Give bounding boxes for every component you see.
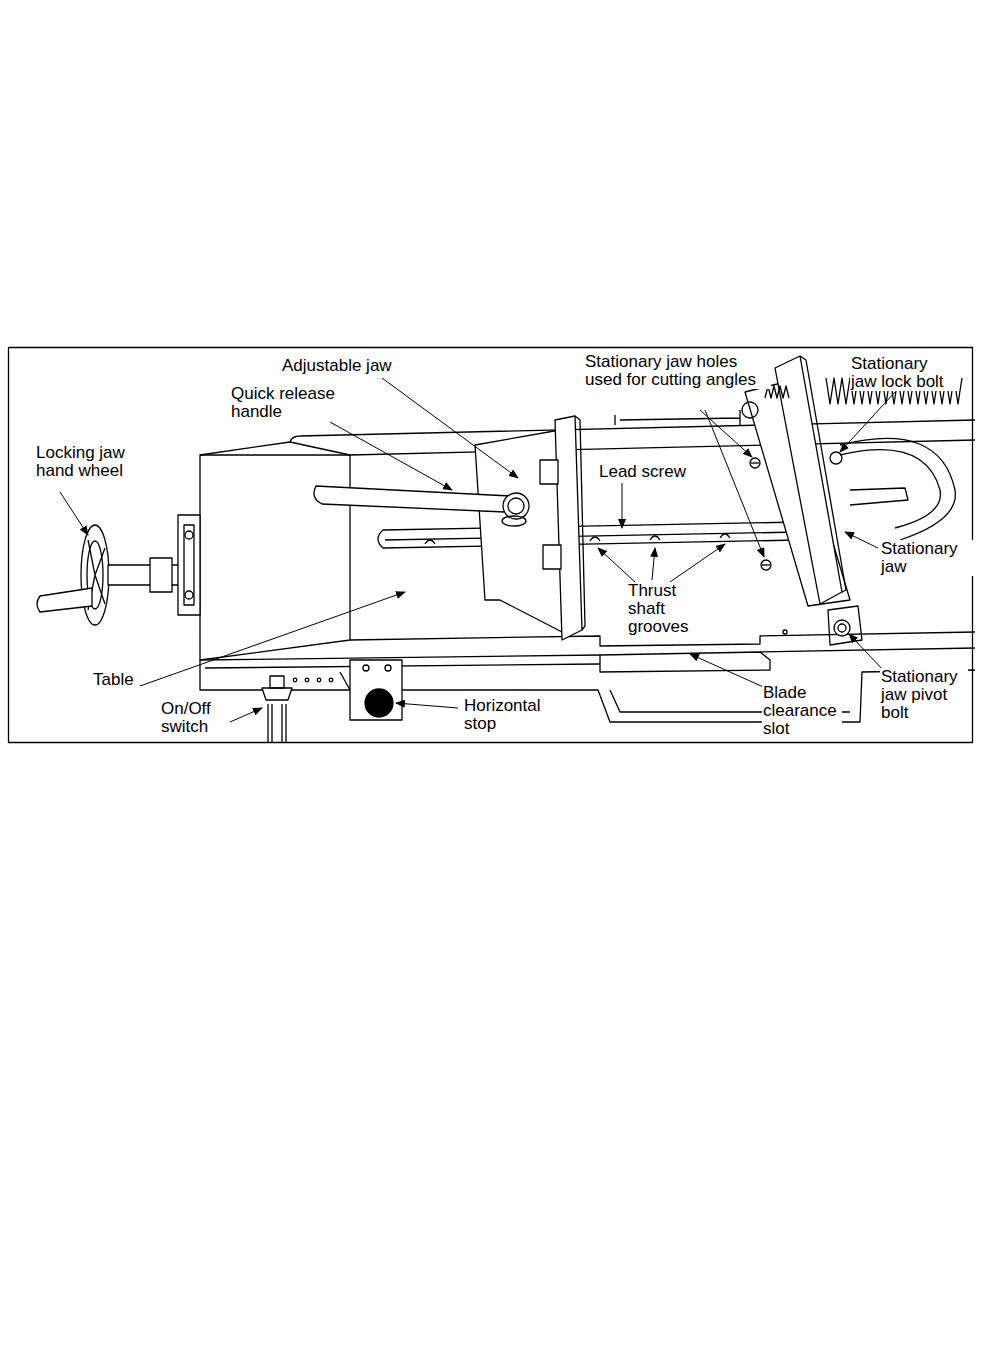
saw-bed [760,648,975,652]
part-label: Blade clearance slot [762,684,842,738]
saw-bed [340,672,350,690]
part-label: On/Off switch [160,700,228,736]
quick-release-handle [314,486,529,526]
springs-and-hose [840,450,940,528]
saw-bed [317,678,321,682]
frame [9,348,973,743]
quick-release-handle [508,498,524,514]
leader-line [849,634,885,672]
saw-bed [200,655,600,660]
adjustable-jaw [540,460,558,484]
stationary-jaw [745,356,862,645]
part-label: Stationary jaw pivot bolt [880,668,968,722]
hand-wheel [37,515,200,625]
stationary-jaw [761,560,771,570]
springs-and-hose [840,438,955,540]
adjustable-jaw [543,545,561,569]
leader-line [845,532,878,548]
hand-wheel [185,591,193,599]
leader-line [140,592,405,686]
adjustable-jaw [575,416,585,630]
leader-line [330,422,452,490]
stationary-jaw [828,606,862,645]
switch-and-stop [363,665,369,671]
part-label: Stationary jaw [880,540,978,576]
leader-line [598,548,635,582]
adjustable-jaw [475,416,585,640]
switch-and-stop [270,676,284,688]
stationary-jaw [762,564,770,565]
hand-wheel [185,531,193,539]
quick-release-handle [503,493,529,519]
stationary-jaw [751,462,759,463]
part-label: Thrust shaft grooves [627,582,704,636]
stationary-jaw [838,624,846,632]
quick-release-handle [502,516,526,526]
switch-and-stop [268,704,286,743]
adjustable-jaw [555,416,582,640]
leader-line [230,708,262,722]
hand-wheel [37,588,92,612]
part-label: Locking jaw hand wheel [35,444,142,480]
hand-wheel [81,525,109,625]
stationary-jaw [834,620,850,636]
saw-bed [329,678,333,682]
lead-screw-slot [378,522,804,548]
leader-line [60,492,88,535]
switch-and-stop [365,689,393,717]
saw-bed [600,652,770,672]
springs-and-hose [615,410,740,426]
quick-release-handle [314,486,510,512]
saw-bed [783,630,787,634]
saw-bed [200,420,975,722]
part-label: Stationary jaw lock bolt [850,355,958,391]
saw-bed [305,678,309,682]
switch-and-stop [350,660,402,720]
adjustable-jaw [475,430,562,632]
springs-and-hose [850,488,908,505]
saw-bed [350,440,975,455]
stationary-jaw [750,458,760,468]
springs-and-hose [615,378,962,540]
switch-and-stop [262,660,402,743]
hand-wheel [184,525,194,605]
switch-and-stop [385,665,391,671]
leader-line [396,703,458,708]
leader-line [690,654,770,690]
saw-bed [293,678,297,682]
leader-line [60,378,895,722]
part-label: Quick release handle [230,385,357,421]
saw-bed [200,660,975,722]
lead-screw-slot [378,522,804,548]
frame [9,348,973,743]
part-label: Stationary jaw holes used for cutting an… [584,353,771,389]
leader-line [840,392,895,452]
saw-bed [200,455,350,660]
part-label: Lead screw [598,463,687,481]
part-label: Table [92,671,135,689]
leader-line [622,483,623,528]
leader-line [705,410,764,557]
stationary-jaw [800,356,846,592]
leader-line [382,378,518,478]
switch-and-stop [262,688,292,700]
leader-line [652,548,655,580]
saw-bed [200,442,350,455]
hand-wheel [150,558,172,592]
hand-wheel [178,515,200,615]
leader-line [670,544,725,582]
springs-and-hose [742,402,758,418]
part-label: Adjustable jaw [281,357,393,375]
part-label: Horizontal stop [463,697,557,733]
stationary-jaw [830,452,842,464]
